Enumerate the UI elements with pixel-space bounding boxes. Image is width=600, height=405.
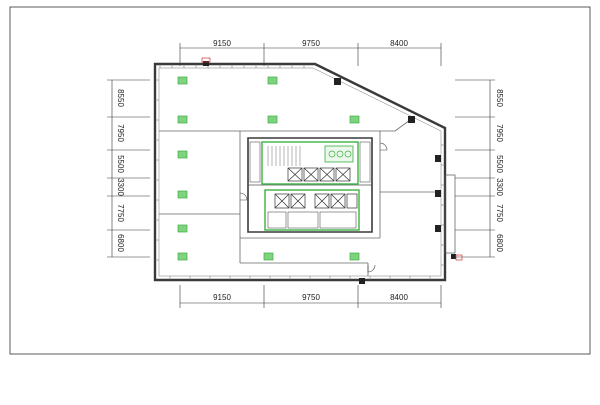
entry-marker-right — [455, 254, 463, 261]
dimension-left — [107, 79, 150, 258]
dimension-bottom — [179, 285, 442, 308]
dim-left-1: 8550 — [116, 89, 125, 107]
dim-left-5: 7750 — [116, 204, 125, 222]
core-service-rooms — [249, 141, 371, 229]
dim-left-6: 6800 — [116, 234, 125, 252]
elevator-bank-lower — [274, 193, 358, 209]
dim-left-2: 7950 — [116, 124, 125, 142]
right-bay-projection — [444, 174, 456, 254]
dim-top-1: 9150 — [213, 39, 231, 48]
dim-bottom-3: 8400 — [390, 293, 408, 302]
dimension-top — [179, 43, 442, 66]
dim-bottom-1: 9150 — [213, 293, 231, 302]
sheet-border — [9, 6, 591, 355]
door-marks — [239, 142, 388, 273]
stair-core-lower — [264, 189, 360, 231]
dim-right-6: 6800 — [495, 234, 504, 252]
facade-mullions — [155, 64, 445, 280]
structural-columns — [203, 61, 456, 284]
elevator-bank-upper — [287, 167, 351, 182]
shaft-markers — [177, 76, 360, 261]
dim-top-2: 9750 — [302, 39, 320, 48]
dim-right-2: 7950 — [495, 124, 504, 142]
dim-bottom-2: 9750 — [302, 293, 320, 302]
entry-marker-top — [201, 57, 211, 63]
dim-right-1: 8550 — [495, 89, 504, 107]
dim-right-4: 3300 — [495, 178, 504, 196]
exterior-wall — [153, 62, 447, 282]
stair-core-upper — [261, 141, 359, 185]
dim-left-4: 3300 — [116, 178, 125, 196]
dimension-right — [455, 79, 495, 258]
dim-right-5: 7750 — [495, 204, 504, 222]
dim-right-3: 5500 — [495, 155, 504, 173]
building-core — [247, 137, 373, 233]
dim-top-3: 8400 — [390, 39, 408, 48]
dim-left-3: 5500 — [116, 155, 125, 173]
interior-partitions — [159, 119, 441, 276]
